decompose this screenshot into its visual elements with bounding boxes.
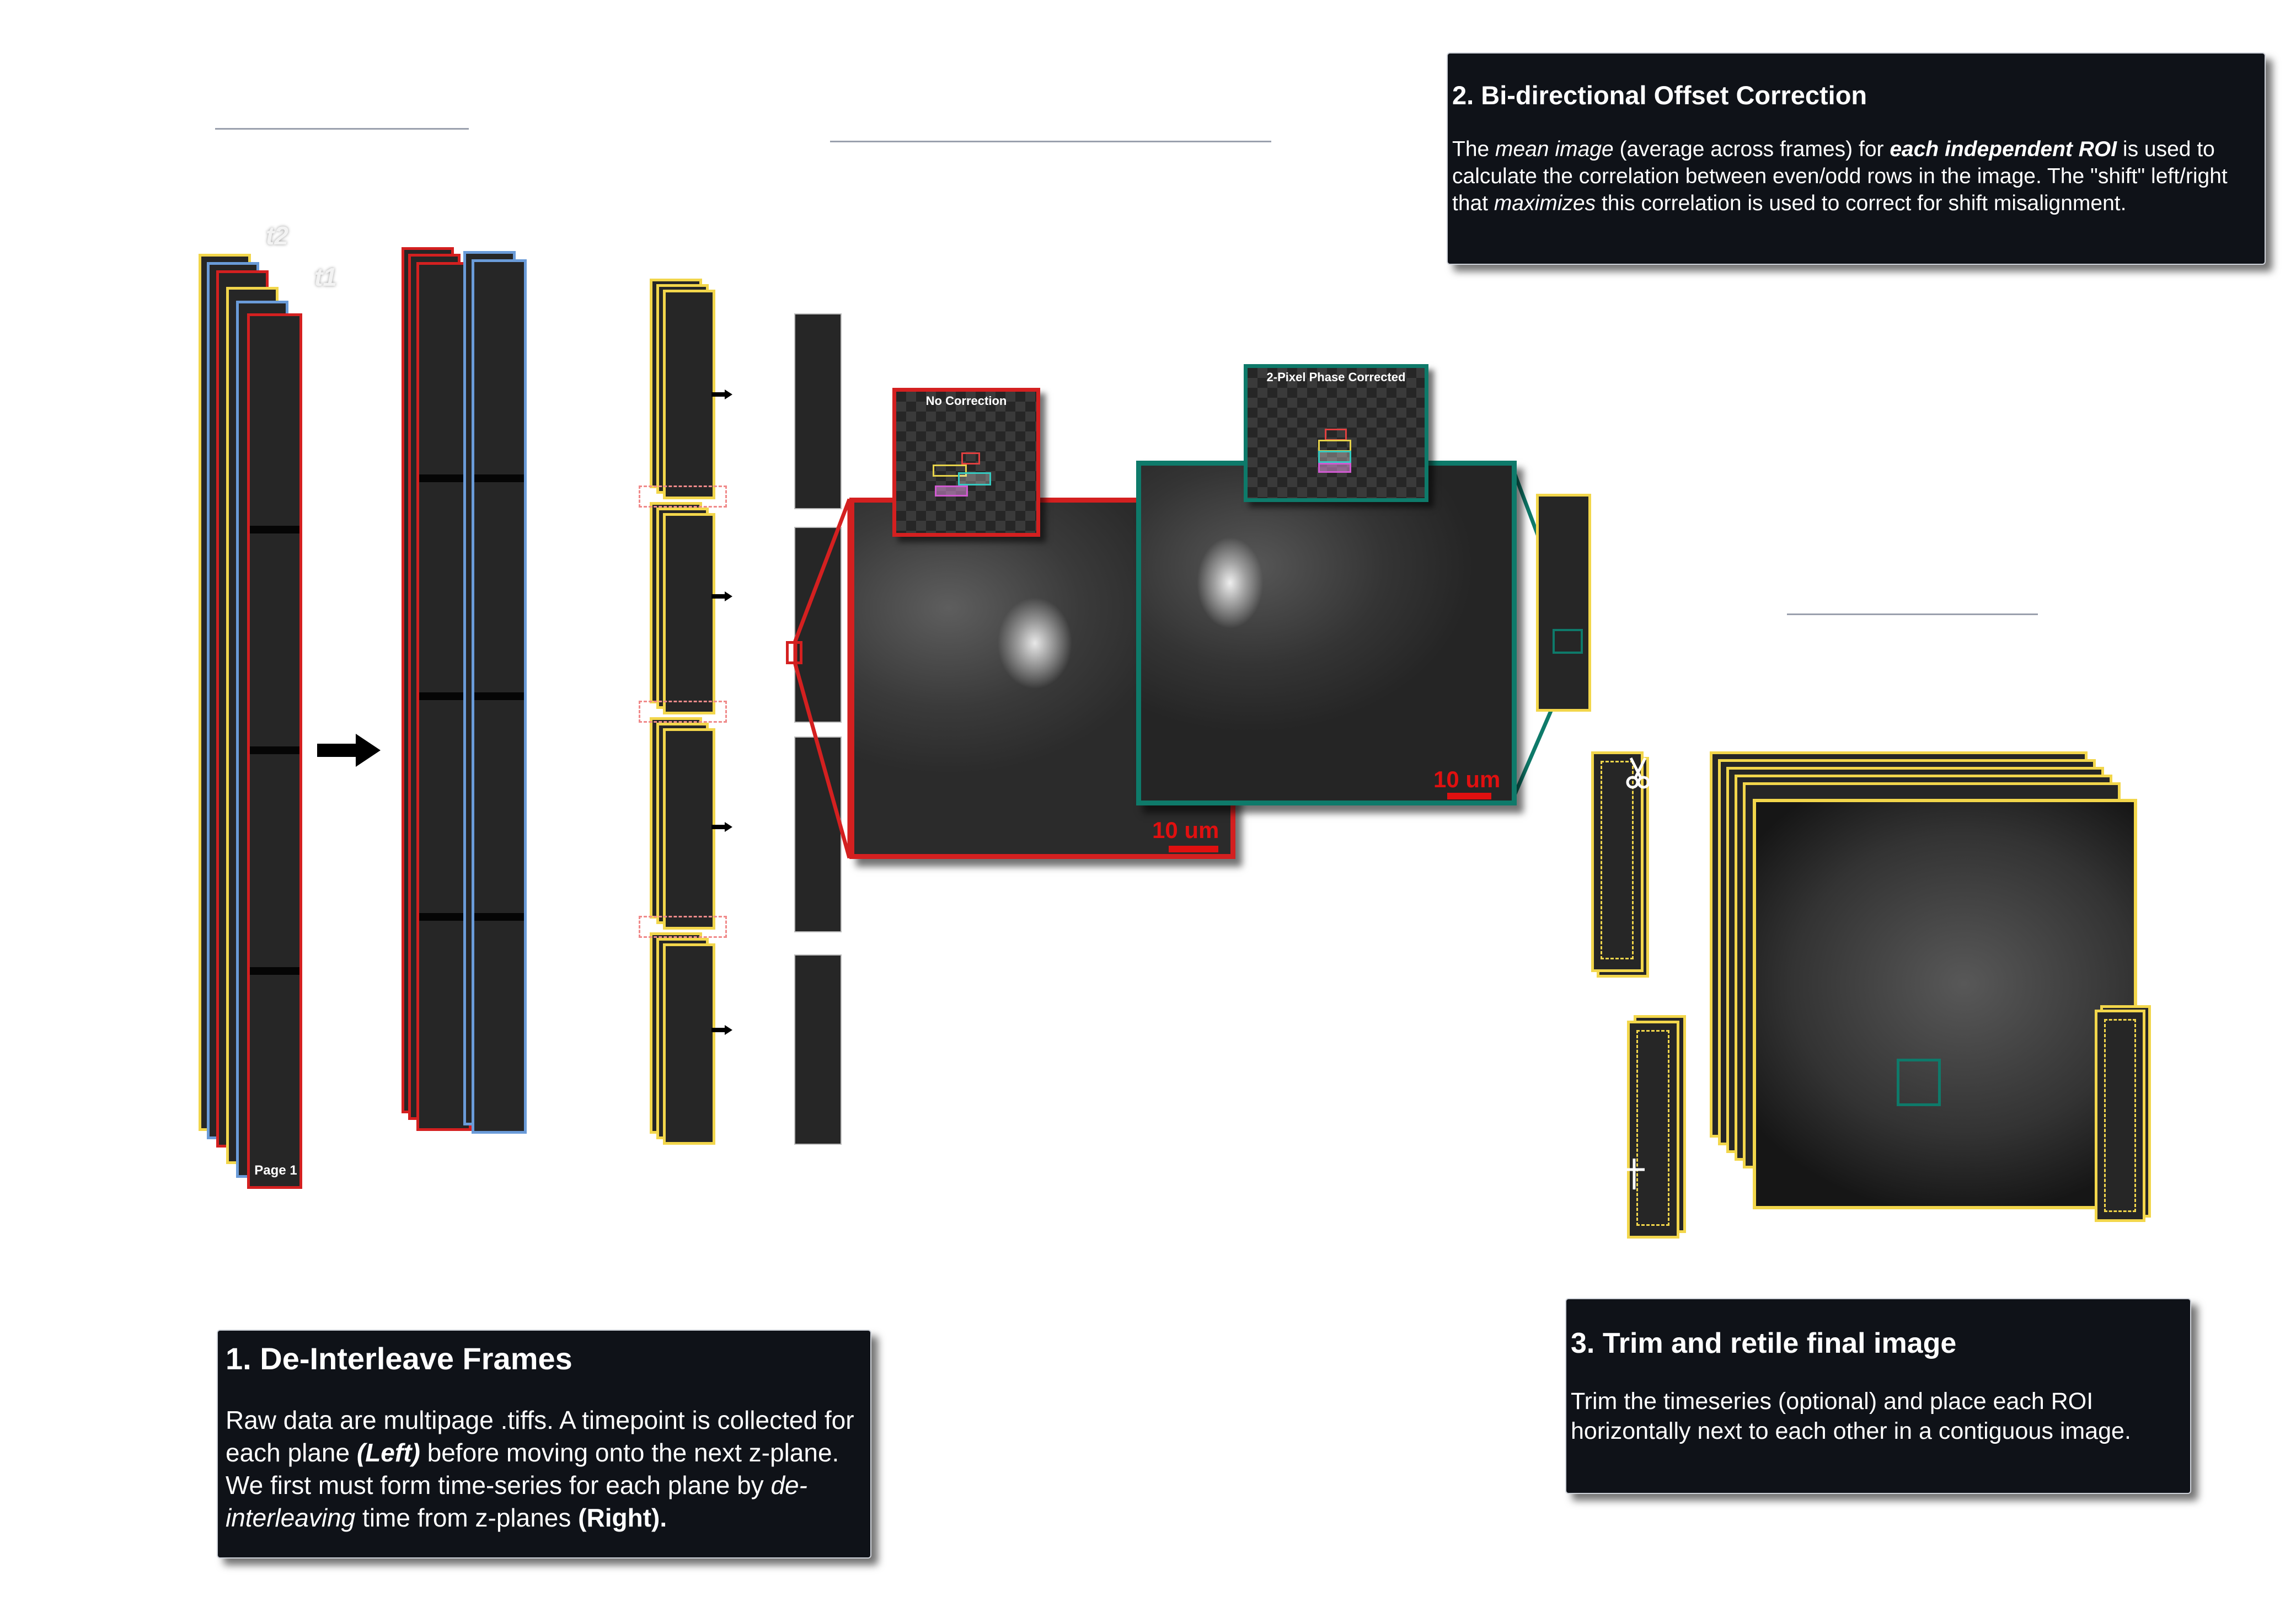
plane2-gap-1	[474, 474, 524, 482]
plane1-gap-3	[419, 913, 469, 921]
step1-text-b: (Left)	[356, 1438, 420, 1467]
plane1-gap-1	[419, 474, 469, 482]
step2-text-f: maximizes	[1494, 191, 1596, 215]
pixel-marker-magenta-corrected	[1318, 463, 1351, 473]
raw-frame-front	[247, 313, 302, 1189]
page-label: Page 1	[254, 1163, 297, 1178]
pixel-marker-red-corrected	[1325, 429, 1347, 441]
zoom-panel-corrected: 10 um	[1136, 461, 1517, 805]
divider-line-step2	[830, 141, 1271, 142]
roi-gap-hint-1	[639, 485, 727, 508]
pixel-marker-yellow-corrected	[1318, 440, 1351, 452]
roi-gap-hint-3	[639, 916, 727, 938]
trim-strip-c-front	[2095, 1010, 2145, 1222]
trim-guide-c	[2104, 1019, 2136, 1212]
scalebar-right	[1447, 793, 1491, 799]
inset-label-phase-corrected: 2-Pixel Phase Corrected	[1266, 370, 1406, 384]
plane2-gap-2	[474, 692, 524, 700]
step1-title: 1. De-Interleave Frames	[226, 1341, 572, 1376]
plane2-stack-front	[472, 259, 527, 1134]
arrow-right-icon	[711, 591, 732, 601]
scissors-icon	[1624, 1159, 1645, 1189]
step2-panel: 2. Bi-directional Offset Correction The …	[1447, 52, 2266, 265]
trim-strip-b-front	[1627, 1021, 1679, 1239]
pixel-inset-uncorrected: No Correction	[892, 388, 1040, 537]
roi-gap-hint-2	[639, 701, 727, 723]
step1-text-f: (Right).	[578, 1503, 667, 1532]
mean-image-roi4	[794, 954, 842, 1145]
pixel-inset-corrected: 2-Pixel Phase Corrected	[1244, 364, 1428, 502]
step1-description: Raw data are multipage .tiffs. A timepoi…	[226, 1404, 863, 1534]
corrected-roi-strip	[1536, 494, 1591, 712]
step1-panel: 1. De-Interleave Frames Raw data are mul…	[217, 1330, 871, 1559]
interleave-gap-2	[250, 746, 299, 754]
final-roi-marker	[1897, 1059, 1941, 1106]
step1-text-d: de-interleaving	[226, 1471, 807, 1532]
step1-text-a: Raw data are multipage .tiffs. A timepoi…	[226, 1406, 854, 1467]
pixel-marker-cyan-corrected	[1318, 451, 1351, 463]
step1-text-e: time from z-planes	[355, 1503, 579, 1532]
roi4-stack-front	[663, 943, 715, 1145]
final-frame-front	[1753, 799, 2137, 1209]
corrected-roi-marker	[1553, 629, 1583, 654]
step2-text-b: mean image	[1495, 137, 1614, 161]
step2-text-a: The	[1452, 137, 1496, 161]
roi1-stack-front	[663, 290, 715, 499]
step2-description: The mean image (average across frames) f…	[1452, 136, 2260, 217]
arrow-right-icon	[711, 1025, 732, 1035]
scalebar-label-right: 10 um	[1433, 766, 1501, 792]
step3-panel: 3. Trim and retile final image Trim the …	[1565, 1298, 2191, 1494]
plane1-gap-2	[419, 692, 469, 700]
trim-guide-b	[1636, 1030, 1669, 1226]
pixel-marker-red	[961, 452, 980, 465]
timepoint-label-t1: t1	[314, 263, 337, 291]
scalebar-label-left: 10 um	[1152, 817, 1219, 843]
arrow-right-icon	[711, 389, 732, 399]
plane2-gap-3	[474, 913, 524, 921]
interleave-gap-1	[250, 526, 299, 533]
arrow-right-icon	[317, 734, 381, 767]
step2-text-g: this correlation is used to correct for …	[1596, 191, 2127, 215]
inset-label-no-correction: No Correction	[925, 394, 1007, 408]
pixel-marker-yellow	[933, 465, 967, 477]
arrow-right-icon	[711, 822, 732, 832]
divider-line-step1	[215, 128, 469, 130]
step2-text-e: is used to calculate the correlation bet…	[1452, 137, 2228, 215]
step3-description: Trim the timeseries (optional) and place…	[1571, 1388, 2131, 1444]
step2-text-d: each independent ROI	[1890, 137, 2117, 161]
roi2-stack-front	[663, 513, 715, 714]
step1-text-c: before moving onto the next z-plane. We …	[226, 1438, 839, 1499]
timepoint-label-t2: t2	[266, 221, 288, 250]
divider-line-step3	[1787, 613, 2038, 615]
step2-title: 2. Bi-directional Offset Correction	[1452, 81, 1867, 110]
pixel-marker-magenta	[935, 485, 968, 497]
scalebar-left	[1169, 846, 1218, 852]
scissors-icon	[1626, 757, 1650, 789]
step3-title: 3. Trim and retile final image	[1571, 1327, 1957, 1359]
step2-text-c: (average across frames) for	[1613, 137, 1890, 161]
interleave-gap-3	[250, 967, 299, 975]
mean-image-roi1	[794, 313, 842, 509]
trim-guide-a	[1601, 761, 1634, 959]
pixel-marker-cyan	[958, 472, 991, 485]
